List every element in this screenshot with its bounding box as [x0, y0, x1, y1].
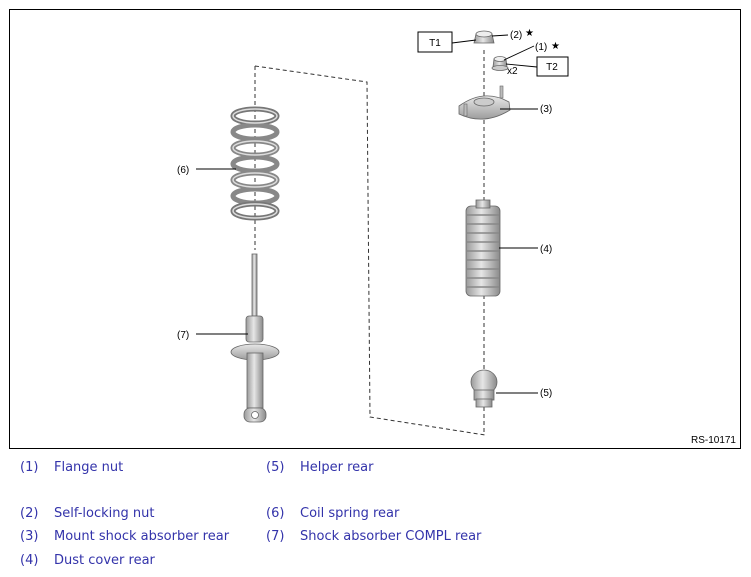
legend-label: Flange nut: [54, 460, 124, 475]
legend-number: (1): [20, 460, 39, 475]
legend-label: Dust cover rear: [54, 553, 155, 568]
legend-item-helper: (5) Helper rear: [266, 460, 373, 475]
legend-number: (4): [20, 553, 39, 568]
legend-item-self-locking-nut: (2) Self-locking nut: [20, 506, 154, 521]
legend-number: (6): [266, 506, 285, 521]
diagram-drawing: T1 T2 (2) ★ (1) ★ x2 (3) (4) (5) (6) (7): [177, 28, 569, 436]
callout-6: (6): [177, 165, 189, 176]
callout-2-star: ★: [525, 28, 534, 39]
leader-line-t1: [451, 39, 477, 44]
callout-7: (7): [177, 330, 189, 341]
leader-line-t2: [505, 63, 538, 68]
callout-2: (2): [510, 30, 522, 41]
torque-label-t2: T2: [546, 62, 558, 73]
callout-1-star: ★: [551, 41, 560, 52]
torque-box-t2: [536, 56, 569, 77]
legend-label: Self-locking nut: [54, 506, 155, 521]
torque-label-t1: T1: [429, 38, 441, 49]
legend-label: Coil spring rear: [300, 506, 400, 521]
helper: [470, 369, 498, 408]
legend-item-coil-spring: (6) Coil spring rear: [266, 506, 399, 521]
legend-number: (7): [266, 529, 285, 544]
shock-absorber-mount: [458, 85, 511, 120]
callout-4: (4): [540, 244, 552, 255]
exploded-diagram: T1 T2 (2) ★ (1) ★ x2 (3) (4) (5) (6) (7)…: [9, 9, 741, 449]
legend-item-flange-nut: (1) Flange nut: [20, 460, 123, 475]
callout-x2: x2: [507, 66, 518, 77]
legend-item-dust-cover: (4) Dust cover rear: [20, 553, 155, 568]
callout-1: (1): [535, 42, 547, 53]
legend-item-shock-absorber-compl: (7) Shock absorber COMPL rear: [266, 529, 481, 544]
callout-5: (5): [540, 388, 552, 399]
legend-number: (2): [20, 506, 39, 521]
legend-label: Mount shock absorber rear: [54, 529, 230, 544]
leader-line-2: [491, 34, 509, 37]
legend-label: Shock absorber COMPL rear: [300, 529, 482, 544]
self-locking-nut: [473, 30, 495, 44]
dust-cover: [465, 199, 501, 297]
flange-nut: [491, 56, 509, 71]
torque-box-t1: [417, 31, 453, 53]
legend-number: (5): [266, 460, 285, 475]
callout-3: (3): [540, 104, 552, 115]
shock-absorber: [230, 253, 280, 423]
legend-number: (3): [20, 529, 39, 544]
coil-spring: [230, 106, 280, 221]
leader-line-1: [503, 45, 535, 61]
figure-id: RS-10171: [690, 435, 736, 446]
legend-item-mount-shock-absorber: (3) Mount shock absorber rear: [20, 529, 229, 544]
assembly-path-line: [254, 65, 486, 436]
legend-label: Helper rear: [300, 460, 374, 475]
